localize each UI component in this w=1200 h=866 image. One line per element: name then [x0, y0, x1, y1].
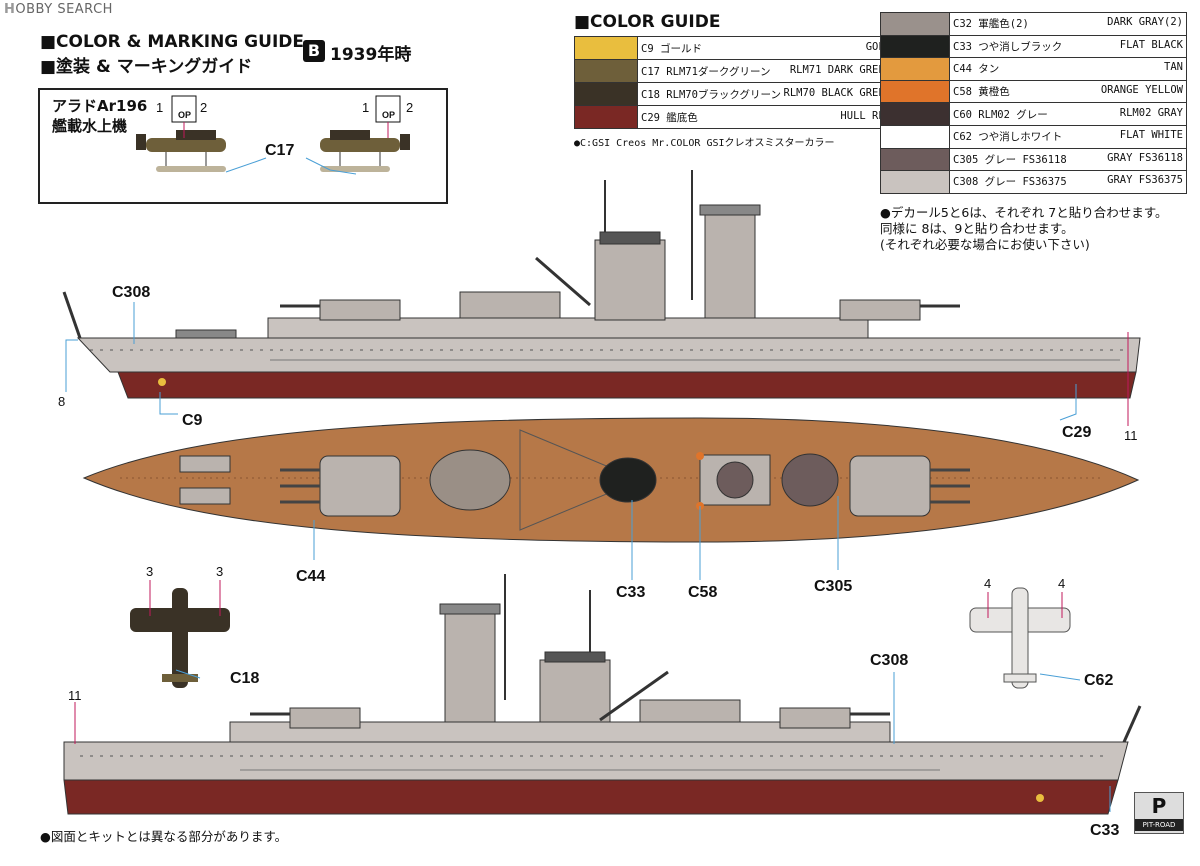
callout-leaders	[65, 302, 1111, 812]
callout-label: C62	[1084, 672, 1114, 689]
decal-number: 11	[68, 688, 82, 703]
decal-number: 11	[1124, 428, 1138, 443]
decal-number: 2	[406, 100, 414, 115]
decal-number: 3	[216, 564, 224, 579]
decal-number: 4	[1058, 576, 1066, 591]
callout-label: C29	[1062, 424, 1092, 441]
callout-label: C9	[182, 412, 203, 429]
pit-road-logo: P PIT-ROAD	[1134, 792, 1184, 834]
color-guide-title: ■COLOR GUIDE	[574, 12, 721, 32]
color-swatch	[880, 102, 950, 126]
color-swatch	[880, 124, 950, 149]
decal-number: 1	[156, 100, 164, 115]
callout-label: C44	[296, 568, 326, 585]
callout-label: C33	[616, 584, 646, 601]
decal-number: 2	[200, 100, 208, 115]
decal-instructions: ●デカール5と6は、それぞれ 7と貼り合わせます。 同様に 8は、9と貼り合わせ…	[880, 205, 1168, 252]
callout-label: C305	[814, 578, 853, 595]
callout-label: C18	[230, 670, 260, 687]
color-swatch	[574, 36, 638, 60]
decal-number: 3	[146, 564, 154, 579]
ship-side-view-bottom	[63, 574, 1142, 815]
color-swatch	[574, 105, 638, 129]
scheme-badge: B	[303, 40, 325, 62]
color-row: C32 軍艦色(2)DARK GRAY(2)	[880, 12, 1187, 36]
color-swatch	[574, 82, 638, 106]
color-swatch	[880, 170, 950, 194]
decal-number: 4	[984, 576, 992, 591]
callout-label: C33	[1090, 822, 1120, 839]
aircraft-top-view-dark	[130, 588, 230, 688]
decal-number: 1	[362, 100, 370, 115]
aircraft-name: アラドAr196	[52, 97, 148, 115]
color-guide-note: ●C:GSI Creos Mr.COLOR GSIクレオスミスターカラー	[574, 138, 835, 149]
color-swatch	[880, 57, 950, 81]
scheme-year: 1939年時	[330, 45, 412, 65]
callout-label: C308	[112, 284, 151, 301]
footer-note: ●図面とキットとは異なる部分があります。	[40, 829, 288, 844]
decal-number: 8	[58, 394, 66, 409]
aircraft-color-callout: C17	[265, 142, 295, 159]
op-marking: OP	[178, 110, 192, 120]
aircraft-bottom-view-light	[969, 587, 1071, 689]
guide-title-en: ■COLOR & MARKING GUIDE	[40, 32, 304, 52]
color-swatch	[880, 34, 950, 59]
aircraft-side-views	[136, 95, 410, 175]
op-marking: OP	[382, 110, 396, 120]
guide-title-ja: ■塗装 & マーキングガイド	[40, 57, 253, 77]
callout-label: C308	[870, 652, 909, 669]
callout-label: C58	[688, 584, 718, 601]
color-swatch	[880, 12, 950, 36]
ship-plan-view	[82, 417, 1140, 543]
aircraft-panel: アラドAr196 艦載水上機 1 2 OP 1	[38, 88, 448, 204]
ship-side-view-top	[62, 170, 1141, 399]
decal-leaders	[74, 332, 1129, 744]
aircraft-role: 艦載水上機	[52, 117, 128, 135]
site-logo: HOBBY SEARCH	[4, 2, 113, 17]
